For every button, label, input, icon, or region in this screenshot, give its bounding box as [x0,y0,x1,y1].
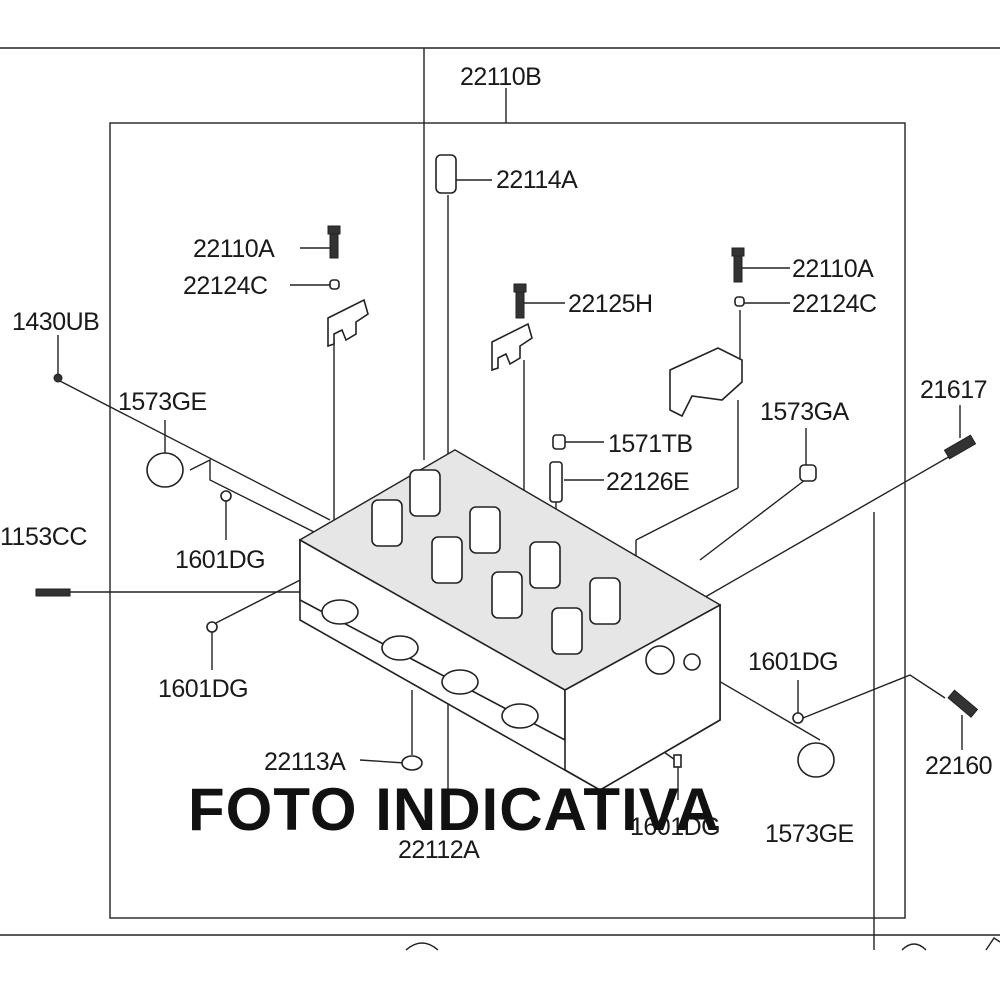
label-seal-ring: 22113A [264,748,346,776]
label-sensor-bottom-right: 22160 [925,752,992,780]
label-washer-left: 22124C [183,272,268,300]
label-plug-right: 1573GA [760,398,850,426]
plug-bottom [797,742,835,778]
label-outer-bolt: 1153CC [0,523,87,551]
label-bolt-left: 22110A [193,235,275,263]
camshaft-journals [371,469,621,655]
label-plug-bottom: 1573GE [765,820,854,848]
plug-left [146,452,184,488]
side-bolt-head [53,373,63,383]
label-dowel-1: 1601DG [175,546,265,574]
bolts [327,225,745,319]
cylinder-head-body [298,449,722,791]
label-pin-small: 1571TB [608,430,693,458]
label-seal-bottom: 22112A [398,836,480,864]
sensor-top-right [943,434,977,460]
plug-right [799,464,817,482]
label-bolt-right: 22110A [792,255,874,283]
label-washer-right: 22124C [792,290,877,318]
sensor-bottom-right [947,689,979,718]
watermark-text: FOTO INDICATIVA [188,776,720,843]
intake-ports [321,599,539,729]
label-dowel-2: 1601DG [158,675,248,703]
label-pipe: 22126E [606,468,689,496]
dowel-pins [206,490,804,768]
pin-small [552,434,566,450]
dowel-pin-top [435,154,457,194]
label-sensor-top-right: 21617 [920,376,987,404]
label-plug-left: 1573GE [118,388,207,416]
pipe [549,461,563,503]
label-main-assembly: 22110B [460,63,541,91]
partial-icons-bottom [405,937,1000,951]
bearing-caps [327,298,743,418]
label-bolt-mid: 22125H [568,290,653,318]
assembly-frame [109,122,906,919]
label-side-bolt: 1430UB [12,308,99,336]
outer-bolt [35,588,71,597]
seal-ring [401,755,423,771]
label-dowel-4: 1601DG [630,813,720,841]
label-dowel-pin-top: 22114A [496,166,578,194]
label-dowel-3: 1601DG [748,648,838,676]
